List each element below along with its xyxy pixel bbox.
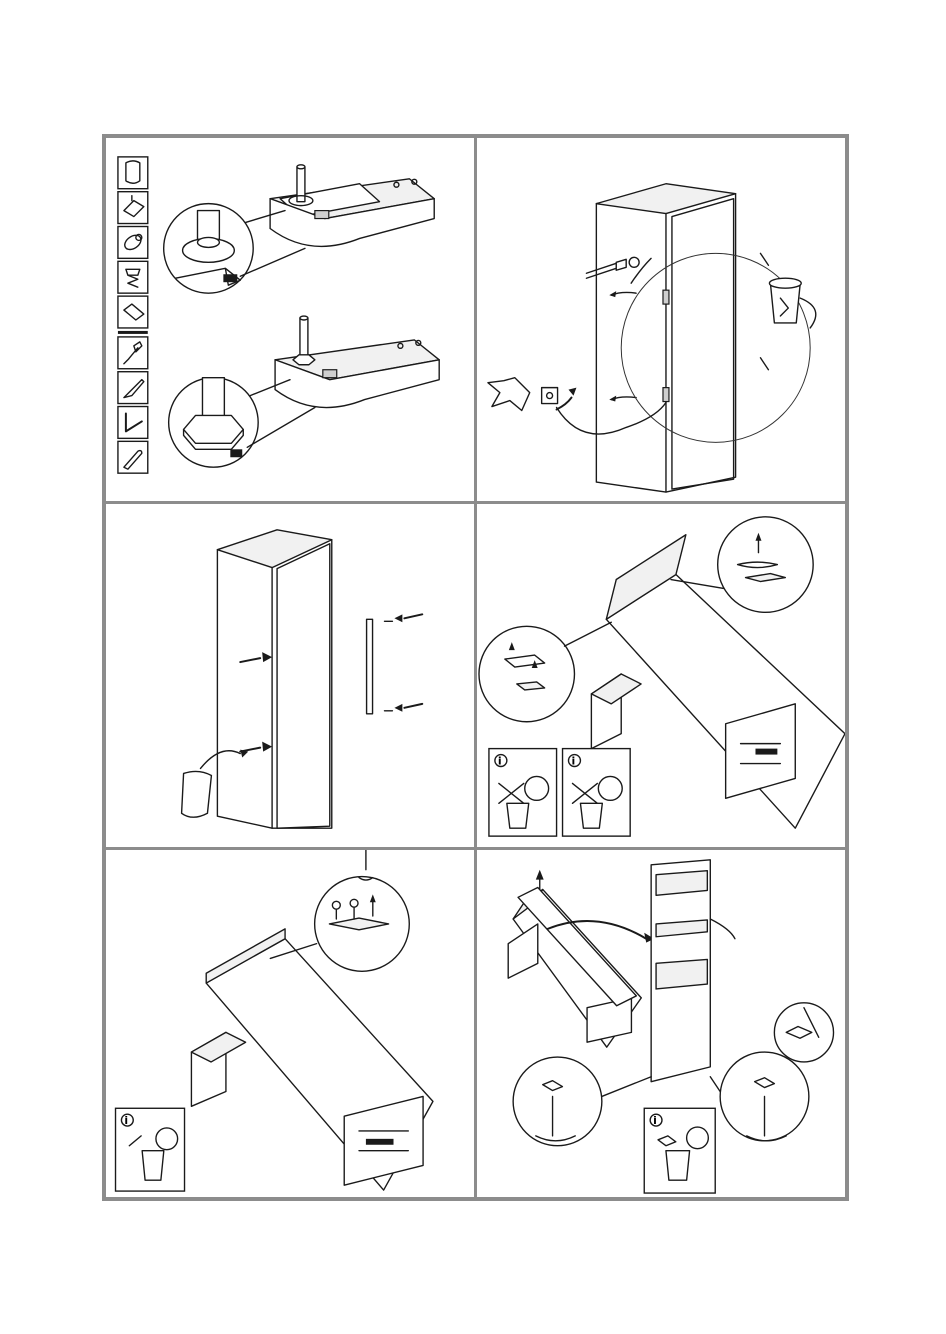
fridge-door (651, 860, 735, 1082)
fridge-lying (508, 889, 641, 1047)
info-icon: i (653, 1114, 657, 1127)
instruction-grid: i i (102, 134, 849, 1201)
tools-sidebar (118, 157, 148, 473)
step-panel-3 (106, 504, 474, 847)
step-panel-2 (477, 138, 845, 501)
hinge-pin-illustration (106, 138, 474, 501)
info-icon: i (571, 755, 575, 768)
info-box: i (116, 1108, 185, 1191)
knife-icon (118, 372, 148, 404)
upper-hinge-detail (164, 165, 435, 293)
zoom-bottom-left (513, 1057, 651, 1146)
pin-icon (118, 441, 148, 473)
step-panel-5: i (106, 850, 474, 1197)
info-icon: i (124, 1114, 128, 1127)
remove-door-illustration: i (477, 850, 845, 1197)
lower-hinge-detail (169, 316, 440, 467)
fridge-cabinet (596, 184, 735, 492)
screwdriver-icon (118, 337, 148, 369)
support-block (191, 1032, 245, 1106)
allen-key-icon (118, 407, 148, 439)
plug-icon (118, 227, 148, 259)
step-panel-6: i (477, 850, 845, 1197)
screw-cap-icon (118, 261, 148, 293)
hinge-icon (118, 192, 148, 224)
fridge-lying (206, 929, 433, 1190)
remove-hinge-illustration: i (106, 850, 474, 1197)
step-panel-4: i i (477, 504, 845, 847)
cover-plate-icon (118, 296, 148, 328)
info-icon: i (498, 755, 502, 768)
recycling-bin-icon (769, 278, 815, 328)
info-box: i (644, 1108, 715, 1193)
step-panel-1 (106, 138, 474, 501)
info-box-right: i (563, 749, 631, 837)
support-block (591, 674, 641, 749)
unplug-remove-covers-illustration (477, 138, 845, 501)
zoom-right-top (774, 1003, 833, 1062)
fridge-cabinet (217, 530, 372, 828)
zoom-bottom-right (710, 1052, 809, 1141)
info-box-left: i (489, 749, 557, 837)
side-screws-illustration (106, 504, 474, 847)
bag-icon (118, 157, 148, 189)
remove-top-parts-illustration: i i (477, 504, 845, 847)
